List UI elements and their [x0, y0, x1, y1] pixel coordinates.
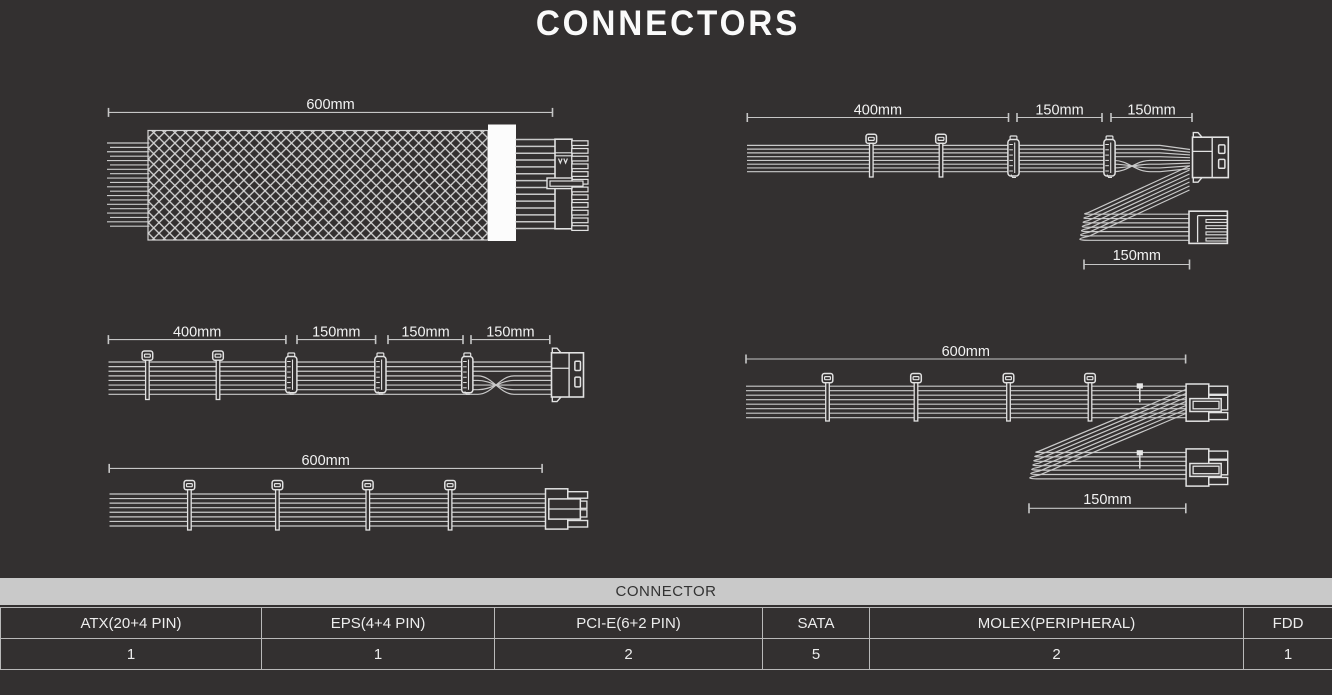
- svg-text:400mm: 400mm: [173, 324, 221, 340]
- svg-text:150mm: 150mm: [312, 324, 360, 340]
- svg-text:600mm: 600mm: [306, 97, 354, 113]
- svg-text:600mm: 600mm: [942, 344, 990, 360]
- svg-text:150mm: 150mm: [1127, 102, 1175, 118]
- svg-text:150mm: 150mm: [1083, 492, 1131, 508]
- svg-text:150mm: 150mm: [486, 324, 534, 340]
- svg-text:150mm: 150mm: [1035, 102, 1083, 118]
- svg-text:150mm: 150mm: [401, 324, 449, 340]
- svg-text:400mm: 400mm: [854, 102, 902, 118]
- svg-text:600mm: 600mm: [301, 453, 349, 469]
- svg-text:150mm: 150mm: [1113, 248, 1161, 264]
